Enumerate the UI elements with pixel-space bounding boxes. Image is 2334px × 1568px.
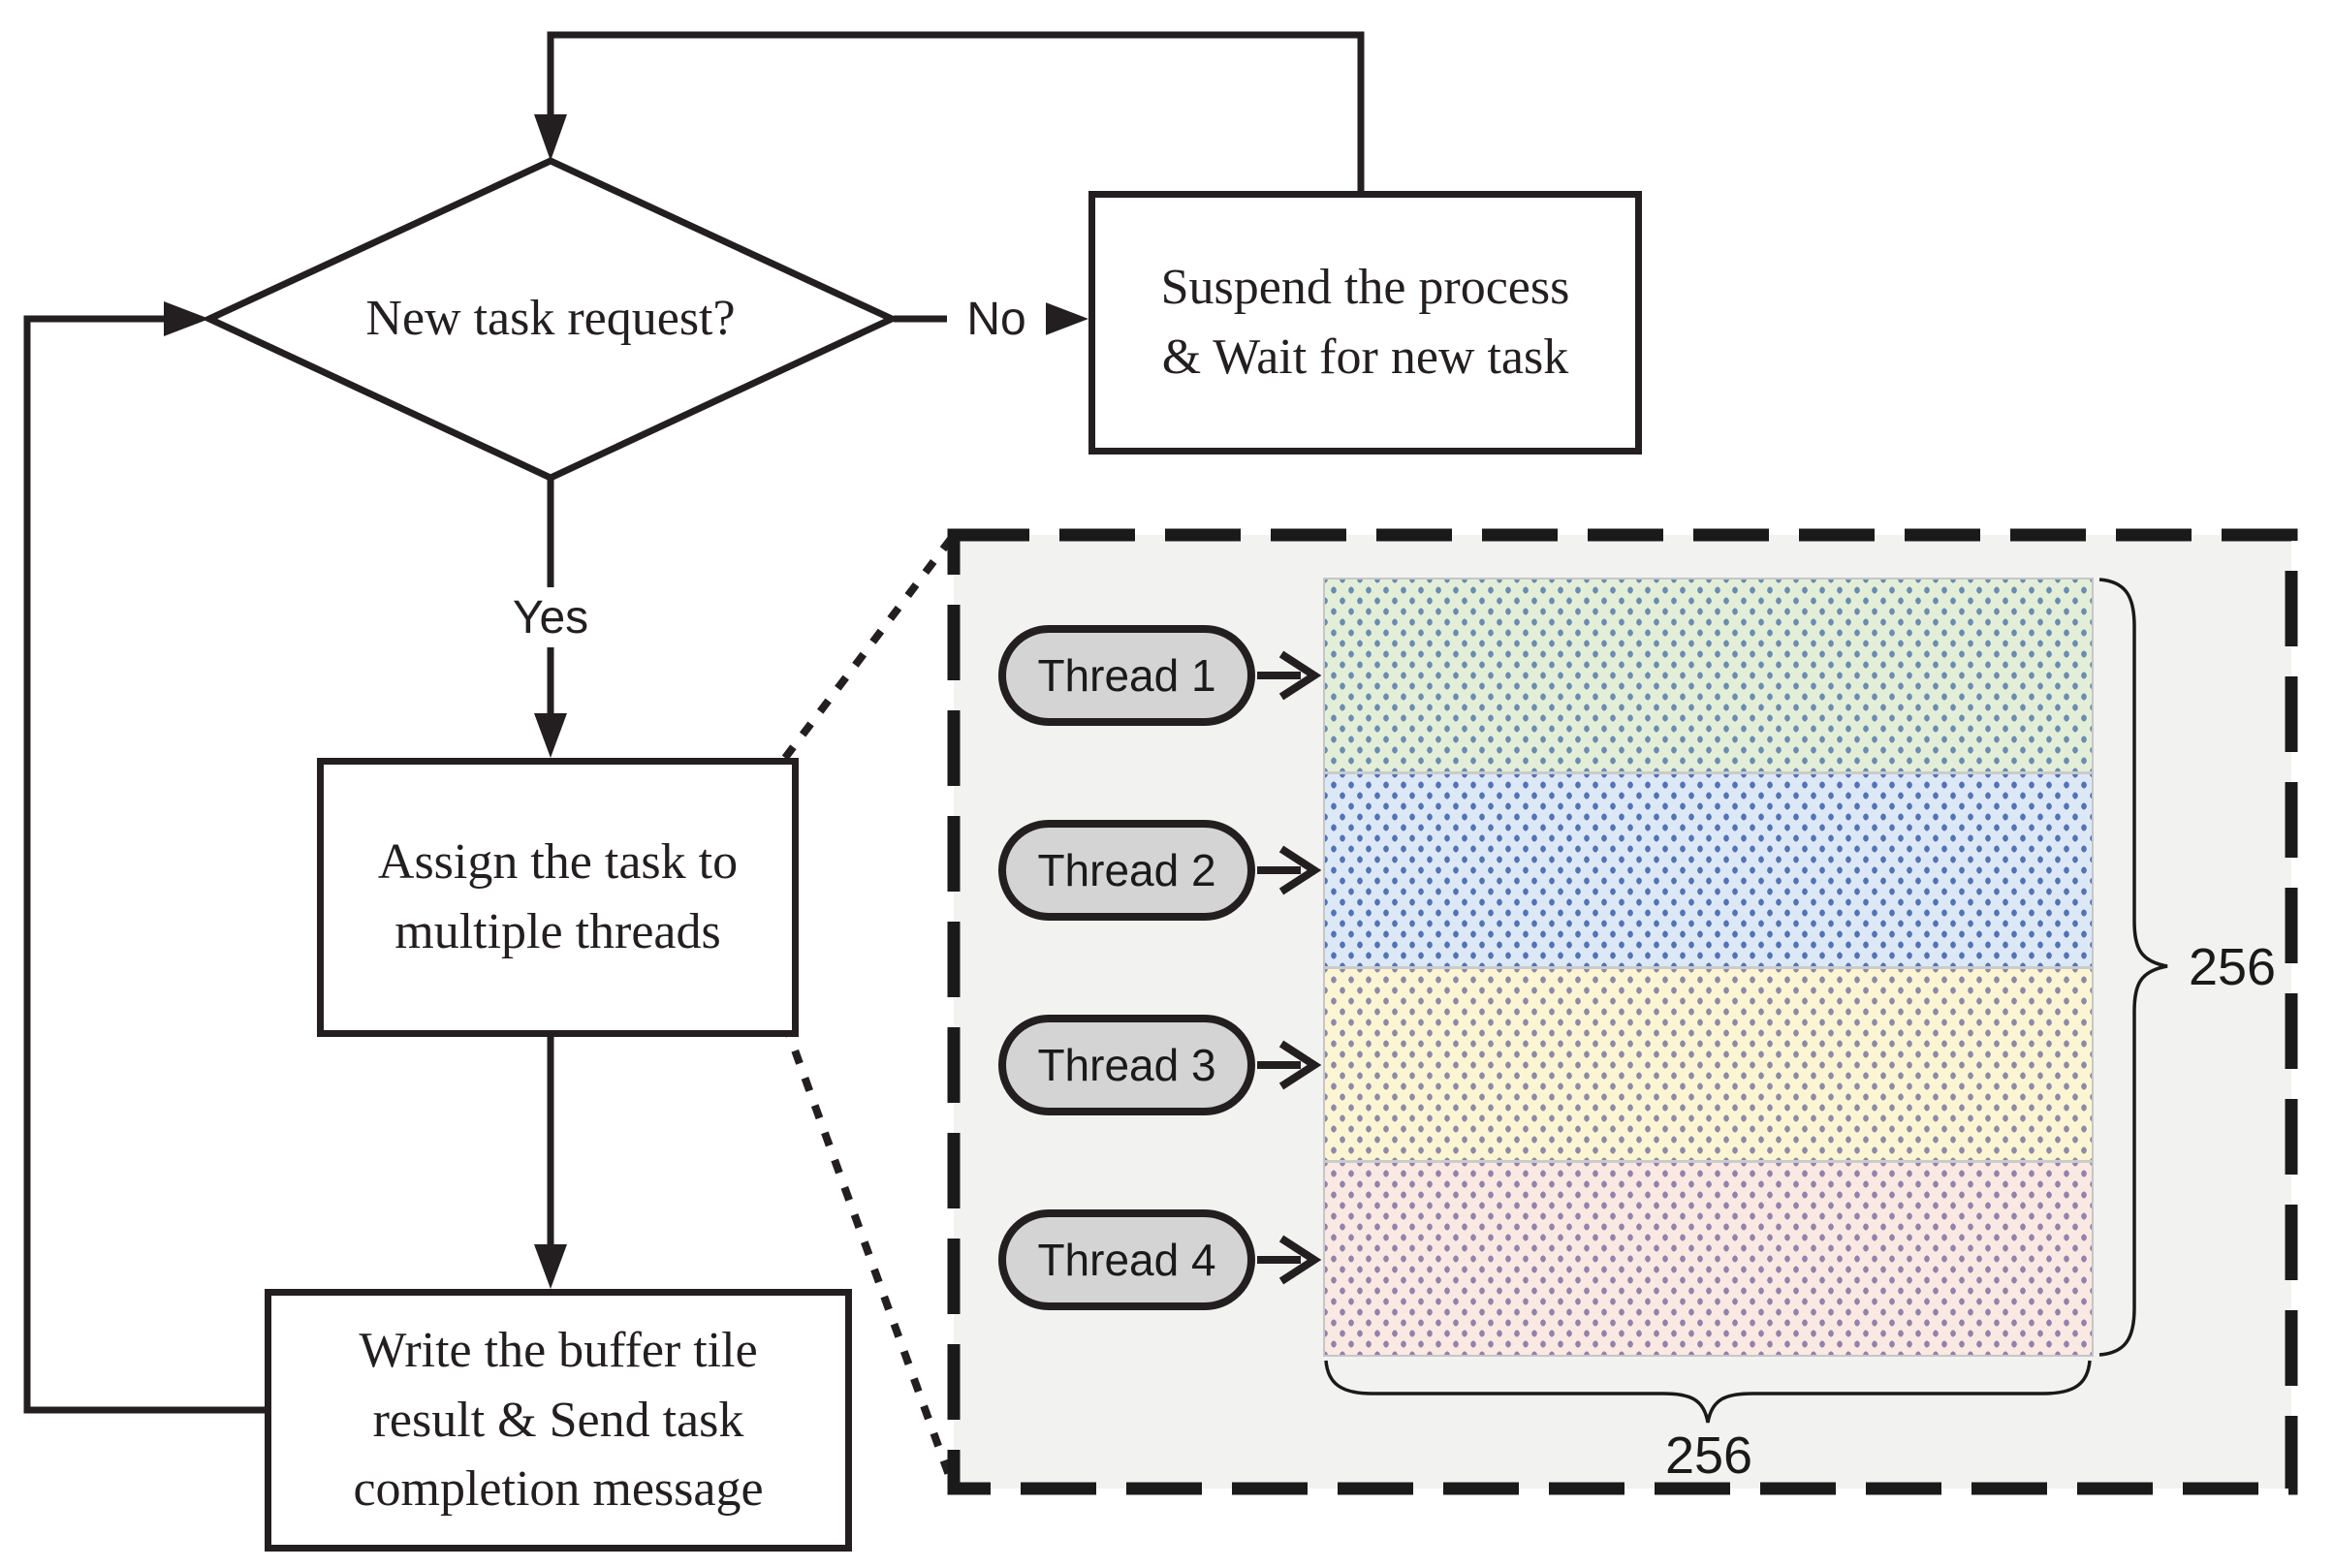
tile-height-label: 256: [2188, 938, 2277, 996]
thread-2-arrow: [1257, 845, 1322, 895]
arrowhead-into-assign-box: [534, 713, 567, 758]
arrowhead-into-decision-left: [164, 301, 209, 336]
thread-3-arrow: [1257, 1040, 1322, 1090]
arrowhead-into-write-box: [534, 1244, 567, 1289]
thread-1-pill: Thread 1: [998, 625, 1255, 726]
suspend-process-box: Suspend the process & Wait for new task: [1088, 191, 1642, 455]
loop-write-to-decision: [23, 301, 265, 1414]
arrowhead-into-suspend-box: [1043, 301, 1088, 336]
suspend-process-text: Suspend the process & Wait for new task: [1160, 260, 1570, 385]
edge-assign-to-write: [534, 1023, 567, 1289]
edge-label-no: No: [947, 291, 1046, 347]
loop-suspend-to-decision: [534, 31, 1365, 191]
thread-2-pill: Thread 2: [998, 820, 1255, 921]
thread-4-arrow: [1257, 1235, 1322, 1285]
arrowhead-into-decision-top: [534, 114, 567, 161]
thread-4-pill: Thread 4: [998, 1209, 1255, 1310]
write-result-box: Write the buffer tile result & Send task…: [265, 1289, 852, 1552]
decision-node-label: New task request?: [365, 290, 736, 346]
decision-diamond: [201, 157, 900, 482]
height-brace: [2098, 578, 2168, 1357]
thread-3-stripe: [1325, 965, 2092, 1161]
assign-task-box: Assign the task to multiple threads: [317, 758, 799, 1037]
edge-label-yes: Yes: [488, 587, 614, 647]
tile-width-label: 256: [1664, 1427, 1753, 1485]
callout-dotted-lines: [781, 532, 958, 1490]
buffer-tile-grid: [1323, 578, 2094, 1357]
thread-2-stripe: [1325, 770, 2092, 966]
write-result-text: Write the buffer tile result & Send task…: [353, 1322, 764, 1518]
thread-4-stripe: [1325, 1160, 2092, 1355]
thread-1-stripe: [1325, 580, 2092, 771]
thread-1-arrow: [1257, 650, 1322, 701]
thread-arrows: [1257, 650, 1322, 1285]
thread-3-pill: Thread 3: [998, 1015, 1255, 1115]
inset-dashed-border: [947, 528, 2298, 1495]
width-brace: [1324, 1360, 2092, 1424]
assign-task-text: Assign the task to multiple threads: [377, 834, 739, 959]
